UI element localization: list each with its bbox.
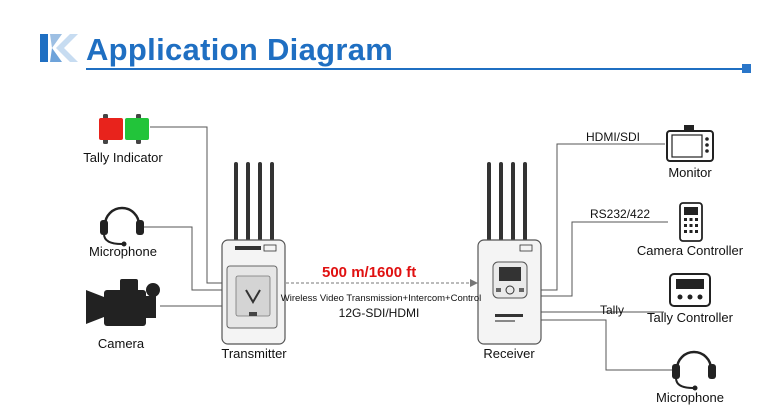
title-bar: Application Diagram <box>40 28 760 78</box>
tally-light-icon <box>99 114 149 144</box>
tally-controller-icon <box>669 273 711 307</box>
receiver-label: Receiver <box>483 346 535 361</box>
tally-controller-label: Tally Controller <box>647 310 733 325</box>
receiver-device <box>477 162 542 345</box>
hdmi-sdi-label: HDMI/SDI <box>586 130 640 144</box>
rs232-label: RS232/422 <box>590 207 651 221</box>
camera-controller-label: Camera Controller <box>636 243 744 258</box>
signal-label: 12G-SDI/HDMI <box>338 306 420 320</box>
tally-indicator-label: Tally Indicator <box>83 150 163 165</box>
transmitter-device <box>221 162 286 345</box>
microphone-left-label: Microphone <box>89 244 157 259</box>
title-end-marker <box>742 64 751 73</box>
microphone-right-label: Microphone <box>656 390 724 405</box>
wireless-link-arrow <box>286 279 478 287</box>
title-logo-icon <box>40 34 78 62</box>
headset-icon <box>672 350 716 391</box>
monitor-label: Monitor <box>668 165 712 180</box>
remote-controller-icon <box>679 202 703 242</box>
link-description: Wireless Video Transmission+Intercom+Con… <box>280 293 482 304</box>
camera-label: Camera <box>97 336 145 351</box>
monitor-icon <box>666 125 714 162</box>
tally-connection-label: Tally <box>600 303 625 317</box>
input-connections <box>140 126 222 307</box>
headset-icon <box>100 206 144 247</box>
output-connections <box>540 143 672 371</box>
distance-label: 500 m/1600 ft <box>322 264 417 281</box>
title-underline <box>86 68 746 70</box>
camera-icon <box>86 279 160 326</box>
page-title: Application Diagram <box>86 32 394 67</box>
transmitter-label: Transmitter <box>221 346 287 361</box>
